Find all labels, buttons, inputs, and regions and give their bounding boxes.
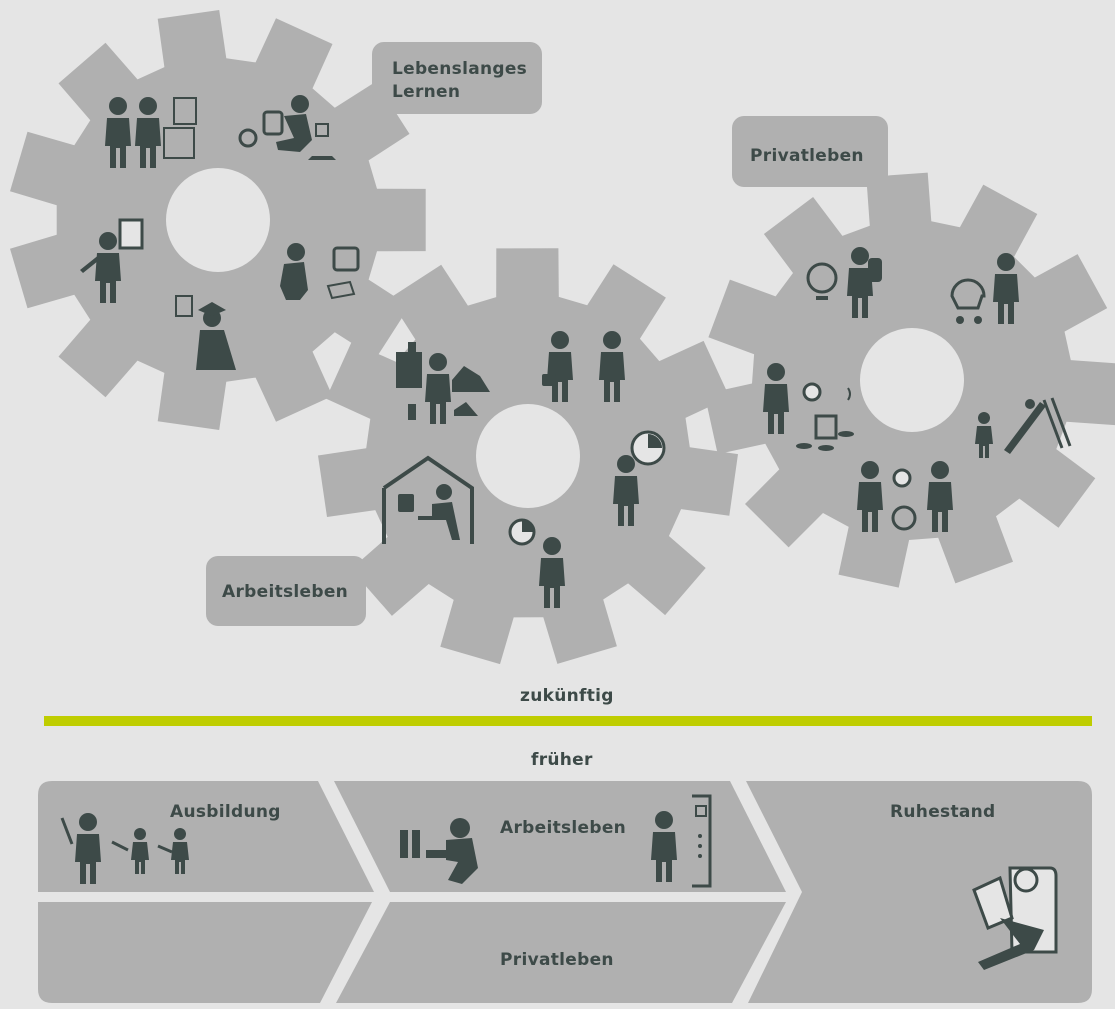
retirement-label: Ruhestand [890, 802, 996, 822]
learning-gear-label: Lebenslanges Lernen [392, 59, 528, 102]
private-timeline-label: Privatleben [500, 950, 614, 970]
retirement-segment [746, 781, 1092, 1003]
divider-line [44, 716, 1092, 726]
traveler-with-globe-icon [806, 247, 882, 318]
child-at-computer-icon [280, 243, 360, 300]
past-label: früher [531, 750, 593, 770]
cooking-family-icon [763, 363, 854, 451]
teacher-with-chart-icon [80, 218, 144, 303]
teacher-with-pupils-icon [60, 813, 189, 884]
office-worker-icon [400, 818, 478, 884]
work-timeline-label: Arbeitsleben [500, 818, 627, 838]
work-segment [334, 781, 786, 892]
private-gear-label: Privatleben [750, 146, 864, 166]
education-segment [38, 781, 374, 892]
private-segment [336, 902, 786, 1003]
child-reading-icon [238, 95, 336, 160]
business-people-icon [542, 331, 625, 402]
retiree-reading-icon [972, 866, 1058, 970]
future-label: zukünftig [520, 686, 614, 706]
person-with-clock-icon [613, 430, 666, 526]
private-gear-hole [860, 328, 964, 432]
machine-operator-icon [651, 794, 712, 888]
workers-at-machine-icon [105, 97, 197, 168]
factory-worker-icon [396, 342, 490, 424]
private-empty-segment [38, 902, 372, 1003]
parent-with-stroller-icon [950, 253, 1019, 324]
graduate-with-certificate-icon [175, 295, 236, 370]
education-label: Ausbildung [170, 802, 281, 822]
caregiver-wheelchair-icon [857, 461, 953, 532]
home-office-icon [382, 455, 474, 544]
work-label-box [206, 556, 366, 626]
timeline [38, 781, 1092, 1003]
child-on-slide-icon [975, 397, 1072, 458]
private-label-box [732, 116, 888, 187]
learning-label-box [372, 42, 542, 114]
work-gear-hole [476, 404, 580, 508]
learning-gear-hole [166, 168, 270, 272]
work-gear-label: Arbeitsleben [222, 582, 349, 602]
clock-icon [508, 518, 565, 608]
